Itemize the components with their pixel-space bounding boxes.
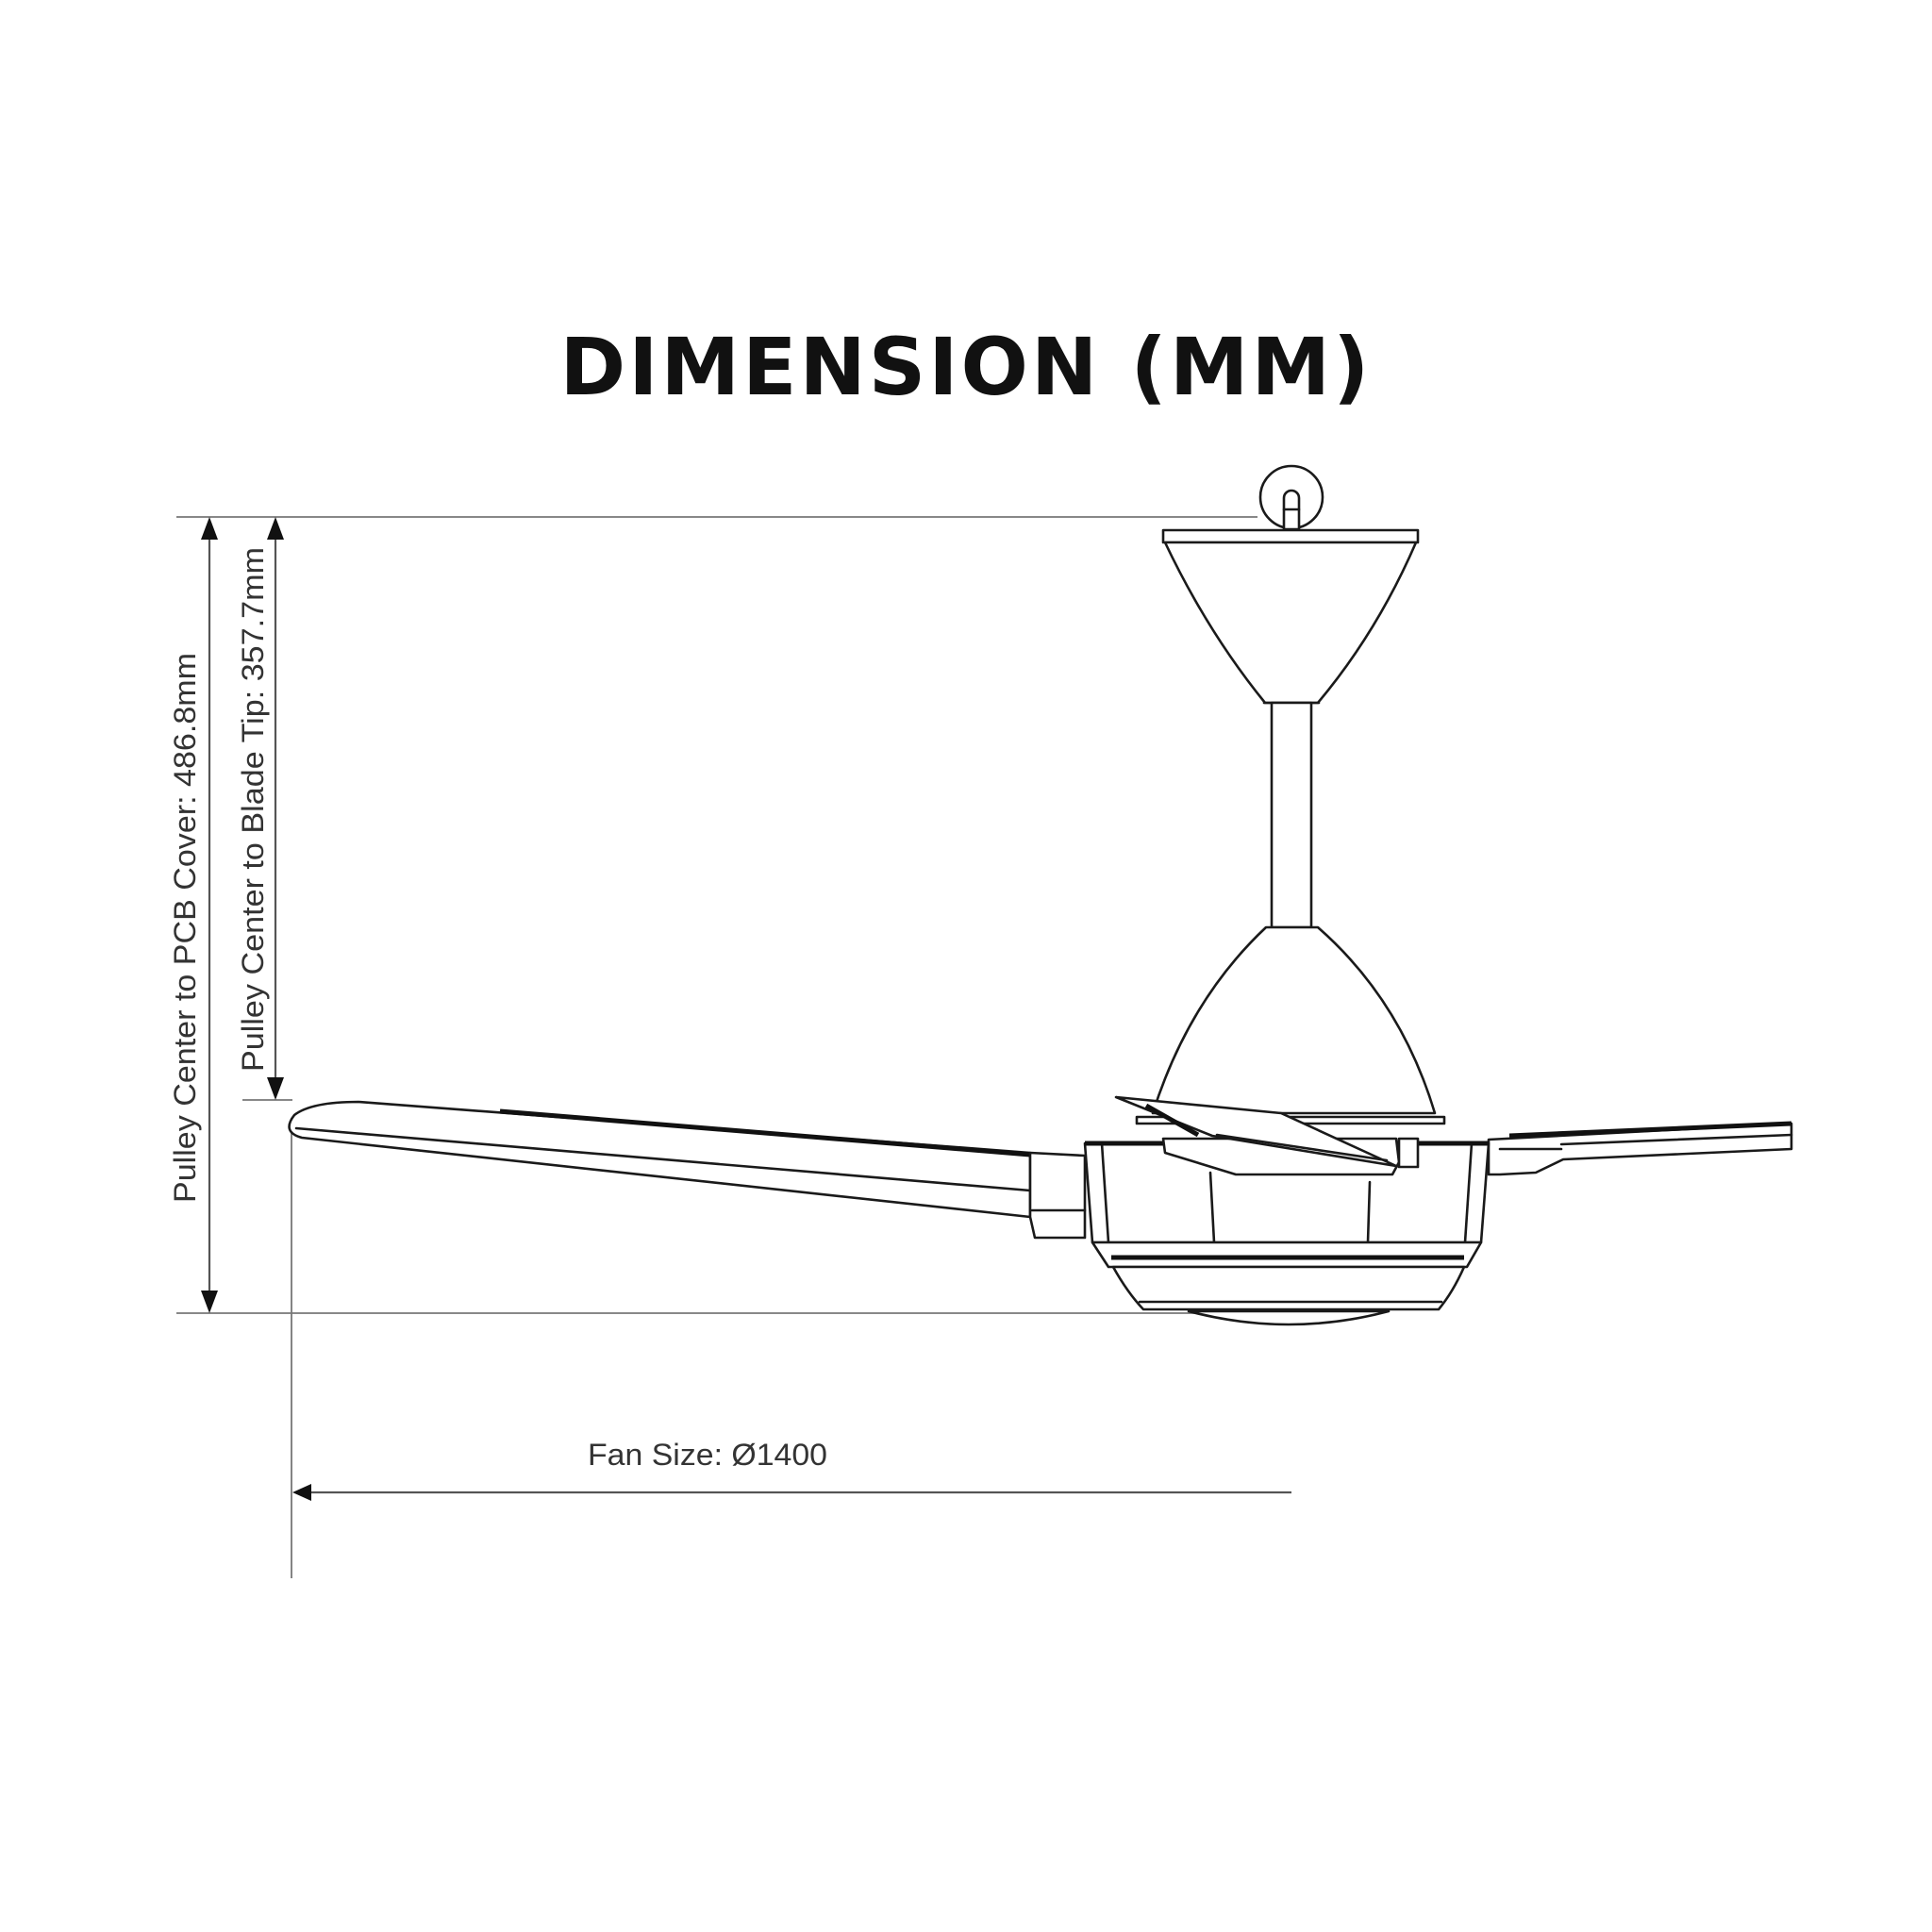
downrod [1270, 701, 1313, 929]
arrow-down-icon [267, 1077, 284, 1100]
dimension-pulley-to-blade-tip: Pulley Center to Blade Tip: 357.7mm [236, 517, 284, 1100]
dimension-label-blade-tip: Pulley Center to Blade Tip: 357.7mm [236, 547, 270, 1072]
dimension-lines: Pulley Center to PCB Cover: 486.8mm Pull… [168, 516, 1291, 1578]
page-title: DIMENSION (MM) [559, 321, 1373, 413]
arrow-up-icon [201, 517, 218, 540]
dimension-pulley-to-pcb-cover: Pulley Center to PCB Cover: 486.8mm [168, 517, 218, 1313]
pulley-hook [1258, 464, 1324, 531]
blade-left [288, 1100, 1087, 1240]
ceiling-fan [288, 464, 1793, 1326]
dimension-label-fan-size: Fan Size: Ø1400 [588, 1438, 827, 1472]
blade-front [1114, 1095, 1420, 1176]
canopy [1161, 528, 1420, 705]
blade-right [1487, 1121, 1793, 1176]
arrow-down-icon [201, 1291, 218, 1313]
arrow-up-icon [267, 517, 284, 540]
arrow-left-icon [292, 1484, 311, 1501]
dimension-fan-size: Fan Size: Ø1400 [292, 1438, 1291, 1501]
motor-top-cover [1135, 925, 1446, 1125]
dimension-label-pcb-cover: Pulley Center to PCB Cover: 486.8mm [168, 653, 202, 1203]
